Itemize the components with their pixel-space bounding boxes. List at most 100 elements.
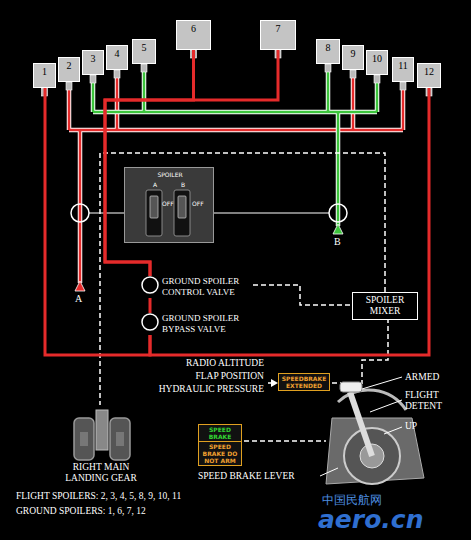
position-label: ARMED xyxy=(405,372,439,383)
lever-handle xyxy=(340,382,362,392)
indicator-light: SPEED BRAKE DO NOT ARM xyxy=(198,441,242,466)
actuator-symbol xyxy=(141,64,147,72)
input-label: RADIO ALTITUDE xyxy=(186,358,264,369)
switch-panel: SPOILERABOFFOFF xyxy=(124,167,214,243)
input-label: HYDRAULIC PRESSURE xyxy=(159,384,264,395)
callout-number: 8 xyxy=(326,42,331,53)
leader-line xyxy=(320,377,402,476)
hydraulic-line xyxy=(105,50,278,276)
gear-wheel xyxy=(110,418,130,460)
spoiler-panel: 4 xyxy=(106,45,128,70)
callout-number: 6 xyxy=(191,23,196,34)
spoiler-panel: 5 xyxy=(132,39,156,64)
input-label: FLAP POSITION xyxy=(195,371,264,382)
arrow-head xyxy=(75,281,85,291)
lever-housing xyxy=(326,418,424,484)
hydraulic-line xyxy=(149,298,152,313)
spoiler-panel: 9 xyxy=(342,45,364,70)
gear-hub xyxy=(80,432,88,446)
spoiler-panel: 7 xyxy=(260,20,296,50)
line-label: B xyxy=(334,236,341,248)
valve-circle xyxy=(141,276,159,294)
actuator-symbol xyxy=(114,70,120,78)
node-text: B xyxy=(175,181,191,188)
mixer-box: SPOILER MIXER xyxy=(352,292,418,320)
position-label: FLIGHT DETENT xyxy=(405,390,460,412)
actuator-symbol xyxy=(400,82,406,90)
node-text: GROUND SPOILER BYPASS VALVE xyxy=(162,313,253,335)
switch-guard xyxy=(146,190,162,236)
lever-arm xyxy=(350,392,372,456)
callout-number: 2 xyxy=(67,60,72,71)
line-label: A xyxy=(75,293,82,305)
callout-number: 12 xyxy=(424,66,434,77)
spoiler-panel: 11 xyxy=(392,57,414,82)
note-text: GROUND SPOILERS: 1, 6, 7, 12 xyxy=(16,506,146,517)
landing-gear xyxy=(74,410,130,460)
spoiler-panel: 2 xyxy=(58,57,80,82)
watermark: aero.cn xyxy=(318,505,423,535)
switch-graphic xyxy=(125,168,213,242)
hydraulic-line xyxy=(150,88,429,355)
spoiler-panel: 8 xyxy=(316,39,340,64)
spoiler-panel: 6 xyxy=(176,20,211,50)
dashed-line xyxy=(362,318,388,384)
line-outline xyxy=(93,64,377,226)
arrow-head xyxy=(271,379,278,387)
callout-number: 3 xyxy=(91,53,96,64)
callout-number: 1 xyxy=(42,66,47,77)
watermark: 中国民航网 xyxy=(322,493,382,507)
line-outline xyxy=(69,70,403,283)
callout-number: 9 xyxy=(351,48,356,59)
hydraulic-lines-green xyxy=(93,64,377,226)
spoiler-panel: 1 xyxy=(33,63,56,88)
gear-hub xyxy=(116,432,124,446)
switch-toggle xyxy=(178,196,186,218)
gear-wheel xyxy=(74,418,94,460)
speed-brake-lever-illustration xyxy=(320,377,424,484)
callout-number: 10 xyxy=(372,53,382,64)
part-label: SPEED BRAKE LEVER xyxy=(198,471,295,482)
callout-number: 4 xyxy=(115,48,120,59)
hydraulic-lines-red xyxy=(69,70,403,283)
actuator-circle xyxy=(71,204,89,222)
callout-number: 11 xyxy=(398,60,408,71)
node-text: OFF xyxy=(192,200,206,207)
node-text: SPOILER MIXER xyxy=(356,295,414,317)
node-text: SPOILER xyxy=(125,171,215,178)
actuator-symbol xyxy=(325,64,331,72)
red-line xyxy=(69,70,403,283)
note-text: FLIGHT SPOILERS: 2, 3, 4, 5, 8, 9, 10, 1… xyxy=(16,491,181,502)
valve-outline xyxy=(142,277,158,293)
valve-circle xyxy=(141,313,159,331)
node-text: GROUND SPOILER CONTROL VALVE xyxy=(162,276,253,298)
actuator-circle xyxy=(329,204,347,222)
switch-guard xyxy=(174,190,190,236)
hydraulic-line xyxy=(45,88,150,355)
switch-wire xyxy=(89,212,329,213)
position-label: UP xyxy=(405,421,417,432)
callout-number: 5 xyxy=(142,42,147,53)
node-text: SPEEDBRAKE EXTENDED xyxy=(281,375,327,389)
valve-symbol: GROUND SPOILER CONTROL VALVE xyxy=(141,276,253,298)
valve-outline xyxy=(142,314,158,330)
dashed-line xyxy=(244,440,326,442)
callout-number: 7 xyxy=(276,23,281,34)
actuator-symbol xyxy=(66,82,72,90)
arrow-head xyxy=(333,224,343,234)
switch-toggle xyxy=(150,196,158,218)
control-link xyxy=(253,285,352,305)
actuator-symbol xyxy=(350,70,356,78)
dashed-line xyxy=(100,153,385,405)
gear-strut xyxy=(96,410,108,450)
indicator-light: SPEEDBRAKE EXTENDED xyxy=(278,373,330,391)
spoiler-panel: 10 xyxy=(366,50,388,75)
node-text: SPEED BRAKE ARMED xyxy=(201,426,239,447)
actuator-symbol xyxy=(374,75,380,83)
node-text: A xyxy=(147,181,163,188)
part-label: RIGHT MAIN LANDING GEAR xyxy=(58,462,144,484)
hydraulic-line xyxy=(105,50,194,276)
